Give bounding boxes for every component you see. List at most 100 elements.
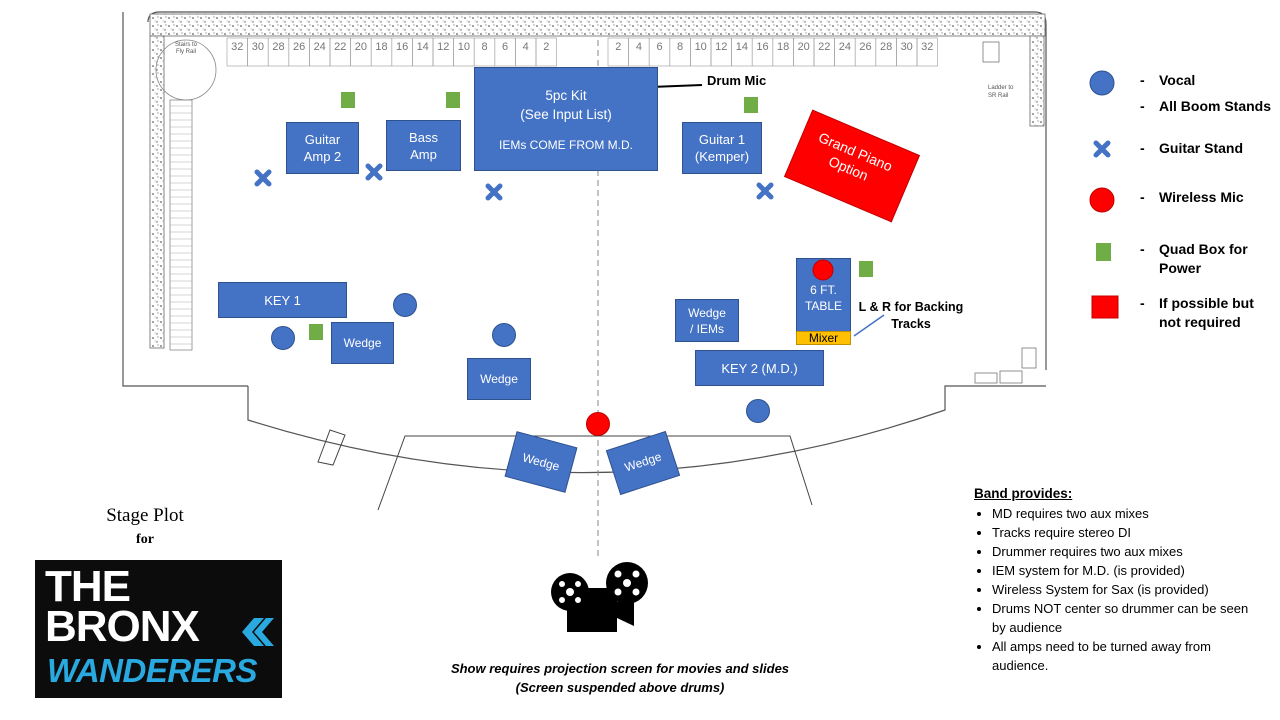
wedge-center-label: Wedge [480, 371, 518, 386]
backing-tracks-line1: L & R for Backing [858, 300, 964, 314]
wedge-iems-line2: / IEMs [689, 321, 724, 336]
legend-wireless-mic: Wireless Mic [1159, 189, 1244, 205]
legend-dash-6: - [1140, 295, 1145, 311]
band-provides-list: MD requires two aux mixes Tracks require… [974, 504, 1274, 675]
ruler-left-cell [535, 37, 557, 67]
backing-tracks-line2: Tracks [891, 317, 931, 331]
legend-boom-stands: All Boom Stands [1159, 98, 1272, 114]
ruler-right-tick-label: 20 [798, 41, 810, 53]
legend-wireless-mic-icon [1089, 187, 1115, 213]
quad-box-2 [446, 92, 460, 108]
ruler-left-tick-label: 32 [231, 41, 243, 53]
projector-reel-holes [559, 570, 640, 603]
legend-optional-line1: If possible but [1159, 295, 1254, 311]
legend-guitar-stand: Guitar Stand [1159, 140, 1244, 156]
bass-amp: Bass Amp [386, 120, 461, 171]
ruler-right-tick-label: 24 [839, 41, 851, 53]
speckled-left-wall [149, 35, 165, 349]
ruler-right-tick-label: 6 [656, 41, 662, 53]
wireless-mic-center [586, 412, 610, 436]
ruler-right-tick-label: 18 [777, 41, 789, 53]
table-line2: TABLE [804, 299, 843, 313]
wedge-left-label: Wedge [343, 335, 382, 350]
ruler-right-tick-label: 16 [756, 41, 768, 53]
legend-dash-4: - [1140, 189, 1145, 205]
quad-box-1 [341, 92, 355, 108]
legend-dash-1: - [1140, 72, 1145, 88]
quad-box-4 [859, 261, 873, 277]
legend-dash-3: - [1140, 140, 1145, 156]
front-wedge-right-shape [605, 430, 681, 496]
legend-quad-box: Quad Box for Power [1159, 240, 1248, 278]
ruler-left-tick-label: 8 [481, 41, 487, 53]
ruler-left-tick-label: 18 [375, 41, 387, 53]
speckled-back-wall [149, 13, 1046, 37]
band-provides-item: MD requires two aux mixes [992, 504, 1274, 523]
vocal-mic-3 [492, 323, 516, 347]
guitar-amp-2: Guitar Amp 2 [286, 122, 359, 174]
ruler-left-tick-label: 10 [458, 41, 470, 53]
key-2-label: KEY 2 (M.D.) [721, 360, 798, 376]
band-provides-item: All amps need to be turned away from aud… [992, 637, 1252, 675]
front-wedge-left-shape [504, 431, 578, 493]
ruler-left-tick-label: 20 [355, 41, 367, 53]
wedge-iems-line1: Wedge [688, 305, 726, 320]
mixer-label: Mixer [808, 331, 839, 345]
ruler-left-tick-label: 14 [417, 41, 429, 53]
wedge-center: Wedge [467, 358, 531, 400]
ruler-left-tick-label: 26 [293, 41, 305, 53]
legend-quad-box-line2: Power [1159, 260, 1202, 276]
logo-line1: THE [45, 562, 131, 611]
logo-chevron-icon [242, 618, 274, 646]
band-provides-item: Drums NOT center so drummer can be seen … [992, 599, 1252, 637]
guitar-stand-2 [365, 163, 383, 181]
drum-kit-line1: 5pc Kit [545, 87, 587, 103]
quad-box-5 [309, 324, 323, 340]
ruler-right-tick-label: 22 [818, 41, 830, 53]
ruler-right-tick-label: 2 [615, 41, 621, 53]
bass-amp-line1: Bass [409, 129, 438, 145]
ruler-right-cell [916, 37, 938, 67]
band-provides-item: Wireless System for Sax (is provided) [992, 580, 1274, 599]
ruler-left-tick-label: 30 [252, 41, 264, 53]
legend-quad-box-line1: Quad Box for [1159, 241, 1248, 257]
stairs [155, 39, 217, 351]
vocal-mic-4 [746, 399, 770, 423]
stage-plot-for: for [136, 532, 154, 547]
vocal-mic-1 [393, 293, 417, 317]
guitar-amp-2-line2: Amp 2 [303, 149, 342, 164]
bass-amp-line2: Amp [410, 146, 437, 162]
guitar-stand-4 [756, 182, 774, 200]
stairs-label: Stairs to Fly Rail [174, 42, 197, 55]
table-line1: 6 FT. [810, 283, 837, 297]
right-wall-boxes [974, 41, 1037, 384]
key-1: KEY 1 [218, 282, 347, 318]
ruler-left-tick-label: 12 [437, 41, 449, 53]
backing-tracks-arrow [853, 314, 885, 337]
ruler-left-tick-label: 6 [502, 41, 508, 53]
ruler-right-tick-label: 10 [695, 41, 707, 53]
six-ft-table: 6 FT. TABLE [796, 258, 851, 332]
legend-quad-box-icon [1096, 243, 1111, 261]
mixer: Mixer [796, 331, 851, 345]
ruler-right-tick-label: 30 [901, 41, 913, 53]
wedge-iems: Wedge / IEMs [675, 299, 739, 342]
legend-dash-2: - [1140, 98, 1145, 114]
vocal-mic-2 [271, 326, 295, 350]
guitar-amp-2-line1: Guitar [304, 132, 341, 147]
band-provides-item: Tracks require stereo DI [992, 523, 1274, 542]
guitar-1-line2: (Kemper) [694, 149, 750, 164]
guitar-stand-1 [254, 169, 272, 187]
quad-box-3 [744, 97, 758, 113]
band-provides-item: IEM system for M.D. (is provided) [992, 561, 1274, 580]
legend-optional: If possible but not required [1159, 294, 1254, 332]
projection-note: Show requires projection screen for movi… [420, 659, 820, 697]
ruler-right-tick-label: 26 [859, 41, 871, 53]
key-1-label: KEY 1 [264, 292, 301, 308]
drum-mic-label: Drum Mic [707, 73, 767, 88]
ruler-right-tick-label: 4 [636, 41, 642, 53]
grand-piano-option [783, 109, 921, 223]
key-2-md: KEY 2 (M.D.) [695, 350, 824, 386]
band-provides-title: Band provides: [974, 486, 1073, 501]
ruler-left-tick-label: 16 [396, 41, 408, 53]
